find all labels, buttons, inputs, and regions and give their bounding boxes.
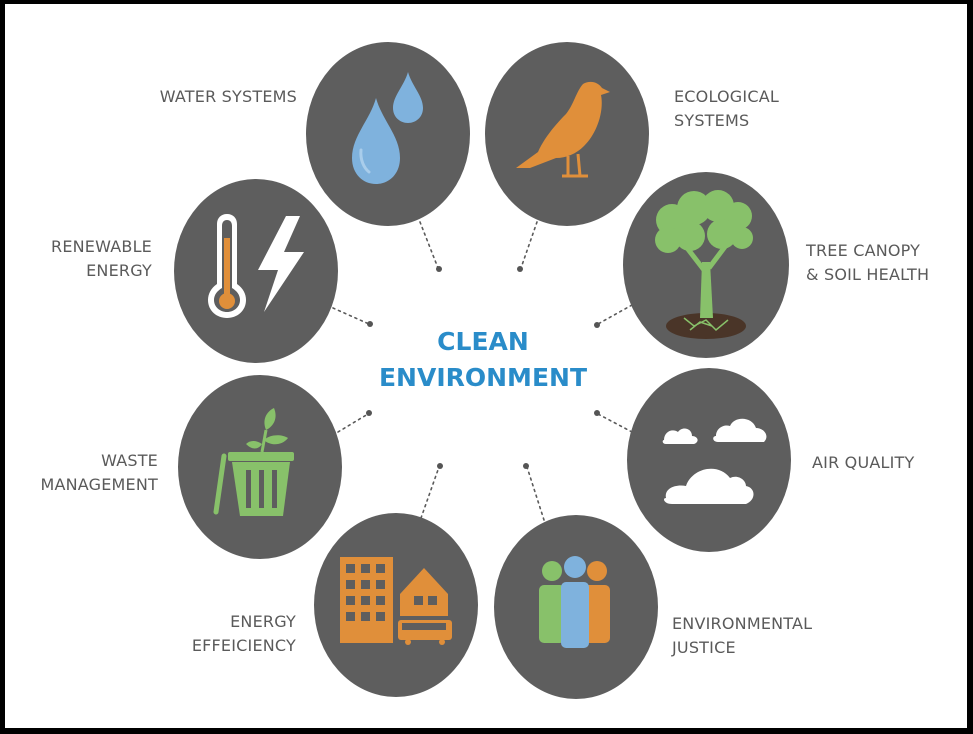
bubble-air [627,368,791,552]
connector-justice [526,466,545,521]
center-title-line1: CLEAN [437,327,529,356]
connector-waste [337,413,369,433]
label-water-1: WATER SYSTEMS [160,87,297,106]
topic-ecological-systems: ECOLOGICAL SYSTEMS [485,42,779,226]
connector-renewable [332,307,370,325]
topic-tree-canopy: TREE CANOPY & SOIL HEALTH [623,172,929,358]
bubble-efficiency [314,513,478,697]
buildings-bus-icon [340,557,452,645]
label-waste-2: MANAGEMENT [40,475,158,494]
topic-renewable-energy: RENEWABLE ENERGY [51,179,338,363]
topic-water-systems: WATER SYSTEMS [160,42,470,226]
topic-energy-efficiency: ENERGY EFFEICIENCY [192,513,478,697]
bird-icon [516,81,610,178]
label-efficiency-2: EFFEICIENCY [192,636,296,655]
tree-icon [655,190,753,339]
topic-waste-management: WASTE MANAGEMENT [40,375,342,559]
connector-lines [332,221,633,521]
connector-air [597,413,633,433]
bubble-renewable [174,179,338,363]
connector-efficiency [420,466,440,519]
label-tree-2: & SOIL HEALTH [806,265,929,284]
connector-water [419,221,439,269]
topic-air-quality: AIR QUALITY [627,368,915,552]
label-justice-1: ENVIRONMENTAL [672,614,812,633]
clouds-icon [662,418,767,504]
center-title-line2: ENVIRONMENT [379,363,587,392]
label-justice-2: JUSTICE [671,638,736,657]
topic-environmental-justice: ENVIRONMENTAL JUSTICE [494,515,812,699]
water-drops-icon [352,72,423,184]
label-ecological-1: ECOLOGICAL [674,87,779,106]
thermometer-lightning-icon [208,214,304,318]
label-air-1: AIR QUALITY [812,453,915,472]
connector-tree [597,304,633,325]
label-efficiency-1: ENERGY [230,612,296,631]
compost-bin-icon [213,408,294,516]
label-tree-1: TREE CANOPY [805,241,920,260]
label-ecological-2: SYSTEMS [674,111,749,130]
connector-ecological [520,221,538,269]
label-renewable-2: ENERGY [86,261,152,280]
label-waste-1: WASTE [101,451,158,470]
label-renewable-1: RENEWABLE [51,237,152,256]
people-icon [539,556,610,648]
